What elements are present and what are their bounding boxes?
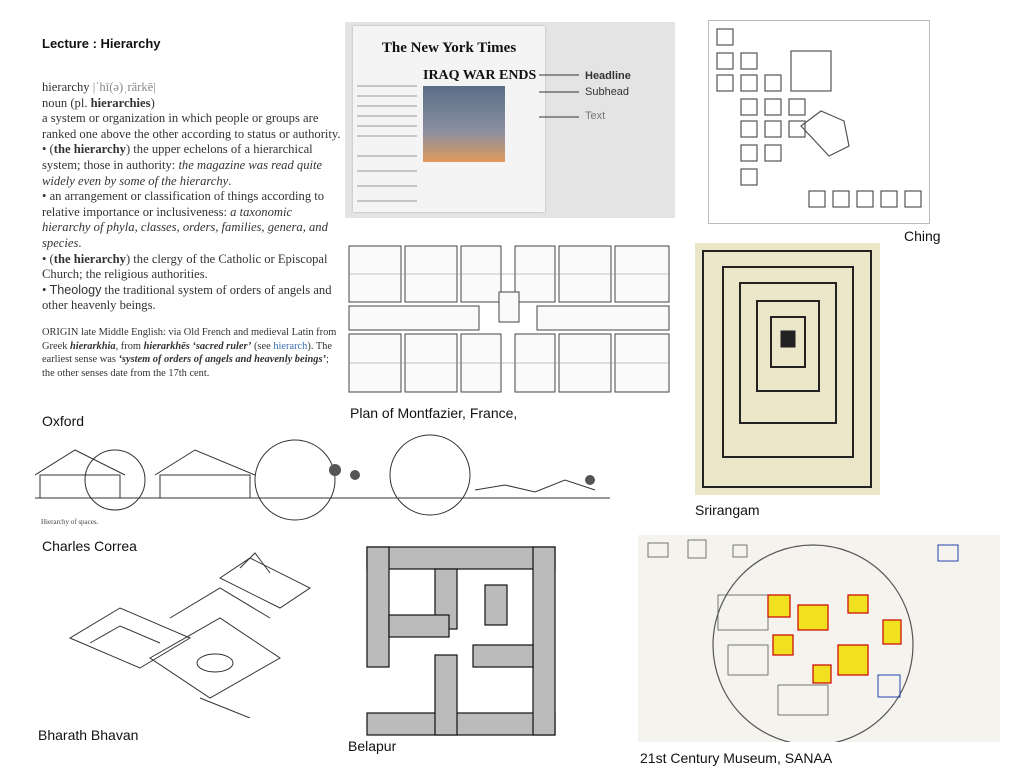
srirangam-plan: [695, 243, 880, 495]
plural: hierarchies: [90, 95, 151, 110]
origin-label: ORIGIN: [42, 326, 79, 338]
label-headline: Headline: [585, 70, 631, 82]
museum-plan-sketch: [647, 539, 959, 742]
temple-plan: [702, 250, 872, 488]
housing-cluster-plan: [366, 546, 556, 736]
sense-tag: the hierarchy: [53, 251, 126, 266]
caption-srirangam: Srirangam: [695, 502, 760, 518]
pronunciation: |ˈhī(ə)ˌrärkē|: [92, 80, 156, 94]
belapur-plan: [365, 545, 557, 737]
montfazier-plan: [347, 242, 673, 397]
caption-bharath-bhavan: Bharath Bhavan: [38, 727, 139, 743]
label-subhead: Subhead: [585, 86, 630, 98]
sense-3: • an arrangement or classification of th…: [42, 189, 328, 250]
caption-montfazier: Plan of Montfazier, France,: [350, 405, 518, 421]
sense-text: the clergy of the Catholic or Episcopal …: [42, 251, 328, 282]
bharath-bhavan-sketch: [50, 548, 320, 718]
sense-text: the traditional system of orders of ange…: [42, 282, 332, 313]
sense-4: • (the hierarchy) the clergy of the Cath…: [42, 251, 328, 282]
sense-text: the upper echelons of a hierarchical sys…: [42, 142, 313, 172]
callout-lines: [539, 74, 579, 118]
square-grid-drawing: [716, 28, 922, 208]
sense-1: a system or organization in which people…: [42, 111, 341, 141]
sanaa-sketch: [638, 535, 1000, 742]
origin-text: late Middle English: via Old French and …: [42, 326, 337, 352]
origin-greek: hierarkhēs ‘sacred ruler’: [143, 340, 252, 352]
masthead: The New York Times: [381, 40, 517, 56]
sense-example: the magazine was read quite widely even …: [42, 157, 323, 188]
label-text: Text: [585, 110, 606, 122]
correa-note: Hierarchy of spaces.: [41, 518, 99, 526]
newspaper-page: The New York Times IRAQ WAR ENDS: [353, 26, 545, 212]
origin-text: (see: [251, 340, 274, 352]
town-grid-plan: [348, 245, 670, 393]
pos: noun (pl.: [42, 95, 91, 110]
origin-text: ). The earliest sense was: [42, 340, 332, 366]
origin-greek: hierarkhia: [69, 340, 116, 352]
sense-text: an arrangement or classification of thin…: [42, 189, 325, 219]
slide-title: Lecture : Hierarchy: [42, 36, 161, 51]
sense-label: Theology: [49, 282, 102, 297]
ching-diagram: [708, 20, 930, 224]
caption-sanaa: 21st Century Museum, SANAA: [640, 750, 833, 766]
origin-text: ; the other senses date from the 17th ce…: [42, 354, 329, 379]
correa-section-drawing: Hierarchy of spaces.: [35, 430, 615, 530]
caption-oxford: Oxford: [42, 413, 85, 429]
dictionary-definition: hierarchy |ˈhī(ə)ˌrärkē| noun (pl. hiera…: [42, 80, 342, 380]
text-columns: [357, 85, 417, 202]
newspaper-image: The New York Times IRAQ WAR ENDS Headlin…: [345, 22, 675, 218]
origin: ORIGIN late Middle English: via Old Fren…: [42, 326, 342, 380]
sense-5: • Theology the traditional system of ord…: [42, 282, 332, 313]
sense-example: a taxonomic hierarchy of phyla, classes,…: [42, 204, 328, 250]
hierarchy-of-spaces-sketch: [35, 434, 610, 521]
caption-ching: Ching: [904, 228, 941, 244]
origin-text: , from: [115, 340, 144, 352]
helicopter-photo: [423, 86, 505, 162]
sense-2: • (the hierarchy) the upper echelons of …: [42, 142, 323, 188]
origin-sense: ‘system of orders of angels and heavenly…: [118, 354, 326, 366]
caption-belapur: Belapur: [348, 738, 397, 754]
sense-tag: the hierarchy: [53, 142, 126, 157]
headword: hierarchy: [42, 80, 90, 94]
terrace-axonometric: [68, 552, 311, 718]
pos-end: ): [150, 95, 155, 110]
caption-correa: Charles Correa: [42, 538, 137, 554]
headline: IRAQ WAR ENDS: [423, 68, 537, 83]
hierarch-link[interactable]: hierarch: [273, 340, 308, 352]
